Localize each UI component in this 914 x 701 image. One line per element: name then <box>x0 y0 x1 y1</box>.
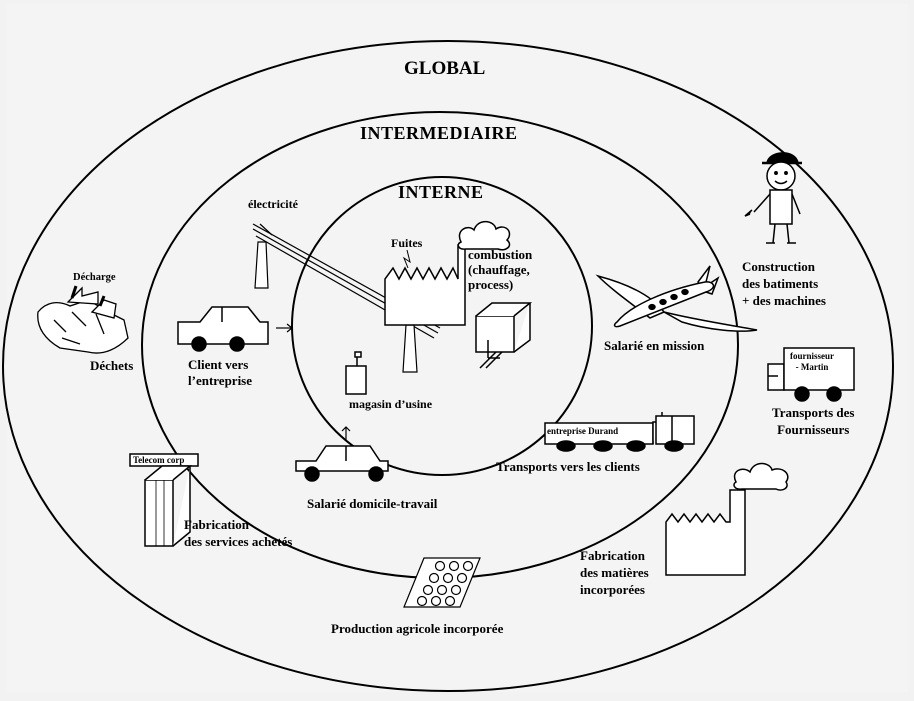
global-circle <box>2 40 894 692</box>
zone-intermediaire-label: INTERMEDIAIRE <box>360 123 518 143</box>
interne-circle <box>291 176 593 476</box>
client-label: Client vers l’entreprise <box>188 357 252 389</box>
combustion-line-3: process) <box>468 277 514 292</box>
arrow-up-icon <box>341 426 351 440</box>
commute-label: Salarié domicile-travail <box>307 496 438 511</box>
zone-interne-label: INTERNE <box>398 182 484 202</box>
zone-global-label: GLOBAL <box>404 58 486 79</box>
electricity-label: électricité <box>248 197 298 211</box>
leaks-label: Fuites <box>391 236 423 250</box>
building-icon <box>475 302 533 369</box>
supplier-truck-line-2: - Martin <box>795 362 829 372</box>
construction-label: Construction des batiments + des machine… <box>742 258 826 309</box>
arrow-right-icon <box>276 323 293 333</box>
construction-line-1: Construction <box>742 259 815 274</box>
client-car-icon <box>177 306 269 352</box>
crops-field-icon <box>403 557 481 608</box>
supplier-transport-line-2: Fournisseurs <box>777 422 850 437</box>
construction-line-3: + des machines <box>742 293 826 308</box>
agriculture-label: Production agricole incorporée <box>331 621 504 636</box>
combustion-line-2: (chauffage, <box>468 262 530 277</box>
construction-line-2: des batiments <box>742 276 819 291</box>
supplier-truck-label: fournisseur - Martin <box>790 351 834 373</box>
purchased-services-line-1: Fabrication <box>184 517 249 532</box>
employee-car-icon <box>295 445 389 482</box>
waste-label: Déchets <box>90 358 134 373</box>
business-trip-label: Salarié en mission <box>604 338 705 353</box>
raw-materials-factory-icon <box>665 489 746 576</box>
purchased-services-label: Fabrication des services achetés <box>184 516 292 550</box>
airplane-icon <box>595 265 758 332</box>
worker-icon <box>744 152 802 244</box>
client-transport-label: Transports vers les clients <box>496 459 640 474</box>
raw-materials-line-1: Fabrication <box>580 548 645 563</box>
client-line-2: l’entreprise <box>188 373 253 388</box>
supplier-truck-line-1: fournisseur <box>790 351 835 361</box>
factory-shop-label: magasin d’usine <box>349 397 433 411</box>
combustion-cloud-icon <box>457 220 511 251</box>
raw-materials-line-2: des matières <box>580 565 649 580</box>
combustion-line-1: combustion <box>468 247 533 262</box>
telecom-building-icon <box>129 453 199 547</box>
supplier-transport-label: Transports des Fournisseurs <box>772 404 854 438</box>
supplier-transport-line-1: Transports des <box>772 405 855 420</box>
durand-truck-label: entreprise Durand <box>547 426 619 436</box>
telecom-sign-label: Telecom corp <box>133 455 185 465</box>
supplier-truck-icon <box>767 347 855 402</box>
client-line-1: Client vers <box>188 357 249 372</box>
landfill-label: Décharge <box>73 272 116 283</box>
purchased-services-line-2: des services achetés <box>184 534 293 549</box>
raw-materials-label: Fabrication des matières incorporées <box>580 547 649 598</box>
shop-icon <box>345 351 367 395</box>
combustion-label: combustion (chauffage, process) <box>468 247 532 292</box>
raw-materials-line-3: incorporées <box>580 582 645 597</box>
durand-truck-icon <box>544 412 695 452</box>
landfill-icon <box>37 285 129 354</box>
smoke-cloud-icon <box>733 462 789 491</box>
